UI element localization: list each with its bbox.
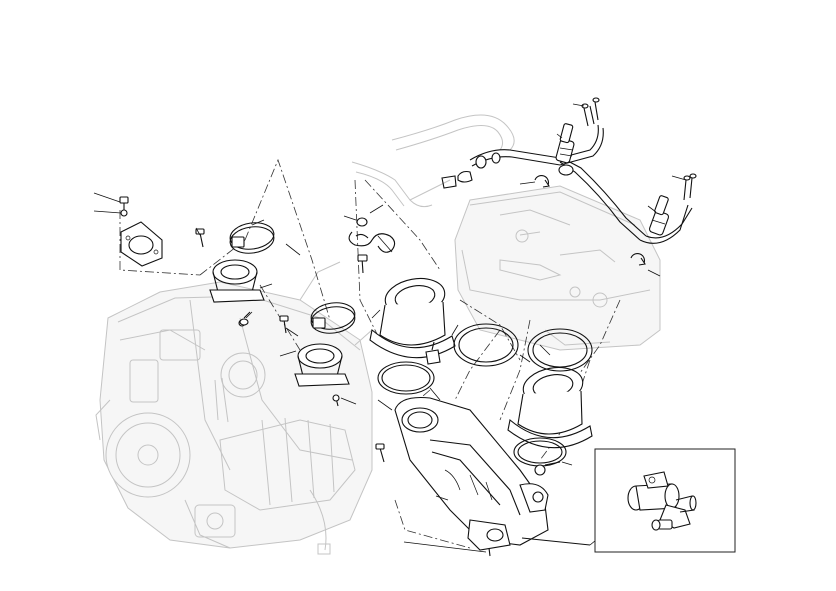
detail-inset [594, 448, 736, 553]
fuel-rail-left [441, 124, 693, 244]
hose-clamp [229, 222, 356, 334]
injector [555, 123, 670, 236]
screw [119, 97, 697, 557]
intake-boot [209, 259, 350, 387]
callout-leaders [93, 103, 691, 553]
airbox [454, 185, 661, 351]
gasket-plate [120, 221, 163, 267]
throttle-body [394, 396, 591, 551]
detail-sensor [627, 471, 697, 531]
o-ring-seal [377, 323, 593, 467]
engine-block [95, 261, 373, 555]
fitting [239, 318, 441, 365]
rotation-marker [534, 174, 646, 266]
intake-hose [351, 114, 515, 208]
